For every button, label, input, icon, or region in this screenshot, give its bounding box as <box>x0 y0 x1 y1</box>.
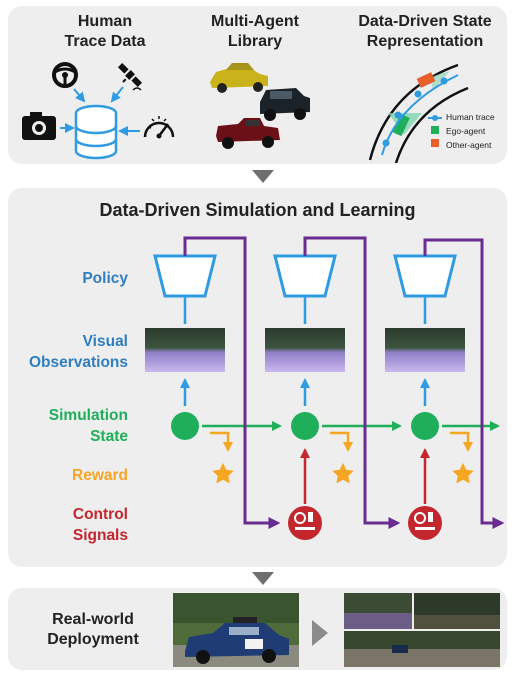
human-trace-point <box>382 139 390 147</box>
multi-agent-title: Multi-Agent Library <box>195 12 315 52</box>
car-icon <box>260 88 310 121</box>
label-sim-line1: Simulation <box>48 407 128 424</box>
deployment-camera-views <box>344 593 500 667</box>
human-trace-title: Human Trace Data <box>40 12 170 52</box>
deployment-title-line2: Deployment <box>47 631 139 648</box>
down-arrow-1 <box>252 170 274 183</box>
human-trace-title-line1: Human <box>77 13 133 30</box>
state-to-reward-arrow <box>210 431 233 452</box>
star-icon <box>332 463 354 484</box>
policy-to-control-loop-1 <box>183 236 281 529</box>
steering-wheel-icon <box>288 506 322 540</box>
label-policy: Policy <box>82 270 128 287</box>
legend-human-trace: Human trace <box>446 112 495 122</box>
label-visual-observations: Visual Observations <box>10 331 128 373</box>
policy-to-control-loop-3 <box>423 238 505 529</box>
state-rep-title-line2: Representation <box>366 33 484 50</box>
label-sim-line2: State <box>90 428 128 445</box>
deployment-title-line1: Real-world <box>52 611 134 628</box>
human-trace-diagram <box>22 62 175 160</box>
legend-ego-agent: Ego-agent <box>446 126 486 136</box>
simulation-state-node <box>291 412 319 440</box>
multi-agent-title-line2: Library <box>227 33 283 50</box>
policy-network <box>393 254 457 298</box>
car-icon <box>210 63 268 93</box>
observation-frame <box>145 328 225 372</box>
multi-agent-title-line1: Multi-Agent <box>211 13 299 30</box>
policy-network <box>153 254 217 298</box>
legend-other-agent-swatch <box>431 139 439 147</box>
road-edge-outer <box>368 63 459 161</box>
label-visual-line2: Observations <box>28 354 128 371</box>
label-simulation-state: Simulation State <box>10 405 128 447</box>
simulation-title: Data-Driven Simulation and Learning <box>99 200 416 220</box>
label-control-signals: Control Signals <box>10 504 128 546</box>
state-rep-title-line1: Data-Driven State <box>358 13 492 30</box>
state-rep-title: Data-Driven State Representation <box>345 12 505 52</box>
policy-to-control-loop-2 <box>303 236 401 529</box>
camera-icon <box>22 112 56 140</box>
simulation-state-node <box>171 412 199 440</box>
label-control-line1: Control <box>72 506 128 523</box>
forward-arrow <box>312 620 328 646</box>
database-icon <box>74 104 118 160</box>
simulation-state-node <box>411 412 439 440</box>
road-edge-inner <box>394 86 469 163</box>
other-agent-box <box>416 72 436 88</box>
star-icon <box>452 463 474 484</box>
simulation-loop-diagram <box>145 236 505 540</box>
speedometer-icon <box>143 116 175 139</box>
satellite-icon <box>117 62 143 88</box>
label-visual-line1: Visual <box>82 333 128 350</box>
time-step-2 <box>265 254 402 540</box>
time-step-3 <box>385 254 500 540</box>
deployment-vehicle-photo <box>173 593 299 667</box>
legend-other-agent: Other-agent <box>446 140 492 150</box>
legend-human-trace-dot <box>432 115 438 121</box>
car-icon <box>216 118 280 149</box>
observation-frame <box>265 328 345 372</box>
label-reward: Reward <box>72 467 128 484</box>
policy-network <box>273 254 337 298</box>
time-step-1 <box>145 254 282 484</box>
multi-agent-cars <box>210 63 310 149</box>
other-field-of-view <box>430 71 450 90</box>
human-trace-point <box>440 77 448 85</box>
observation-frame <box>385 328 465 372</box>
human-trace-point <box>414 90 422 98</box>
steering-wheel-icon <box>408 506 442 540</box>
human-trace-point <box>394 111 402 119</box>
human-trace-title-line2: Trace Data <box>64 33 146 50</box>
state-to-reward-arrow <box>450 431 473 452</box>
state-to-reward-arrow <box>330 431 353 452</box>
down-arrow-2 <box>252 572 274 585</box>
star-icon <box>212 463 234 484</box>
deployment-title: Real-world Deployment <box>18 610 168 650</box>
label-control-line2: Signals <box>72 527 128 544</box>
state-representation-diagram <box>368 63 469 163</box>
steering-wheel-icon <box>52 62 78 88</box>
ego-agent-box <box>392 113 410 137</box>
legend-ego-agent-swatch <box>431 126 439 134</box>
